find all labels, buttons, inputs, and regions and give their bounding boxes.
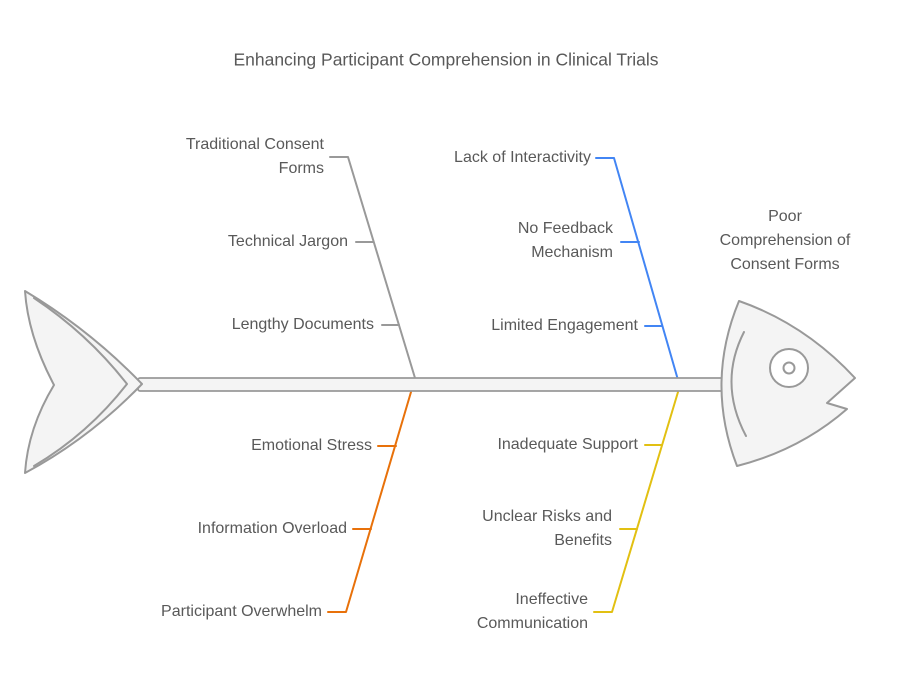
branch-bottom-right-bone [593,391,679,613]
cause-traditional-consent-forms: Traditional Consent Forms [185,136,324,177]
bone-line [593,391,679,613]
cause-limited-engagement: Limited Engagement [491,317,638,334]
fish-eye-pupil-icon [782,361,796,375]
fish-tail-shape [24,290,143,474]
branch-bottom-left-bone [327,391,412,613]
cause-participant-overwhelm: Participant Overwhelm [161,603,322,620]
fish-head [720,300,856,467]
fish-gill-line [730,331,747,437]
cause-lengthy-documents: Lengthy Documents [231,316,374,333]
fish-spine [137,377,739,392]
cause-lack-of-interactivity: Lack of Interactivity [454,149,591,166]
bone-line [595,157,679,381]
effect-label: Poor Comprehension of Consent Forms [719,208,851,273]
cause-no-feedback-mechanism: No Feedback Mechanism [517,220,613,261]
cause-inadequate-support: Inadequate Support [497,436,638,453]
cause-emotional-stress: Emotional Stress [251,437,372,454]
diagram-title: Enhancing Participant Comprehension in C… [233,49,659,70]
branch-top-left-bone [329,156,416,379]
branch-top-right-bone [595,157,679,381]
cause-technical-jargon: Technical Jargon [227,233,348,250]
bone-line [329,156,416,379]
cause-unclear-risks-and-benefits: Unclear Risks and Benefits [482,508,612,549]
fish-tail [24,290,143,474]
cause-information-overload: Information Overload [197,520,347,537]
fish-tail-inner-line [33,297,128,467]
bone-line [327,391,412,613]
cause-ineffective-communication: Ineffective Communication [476,591,588,632]
